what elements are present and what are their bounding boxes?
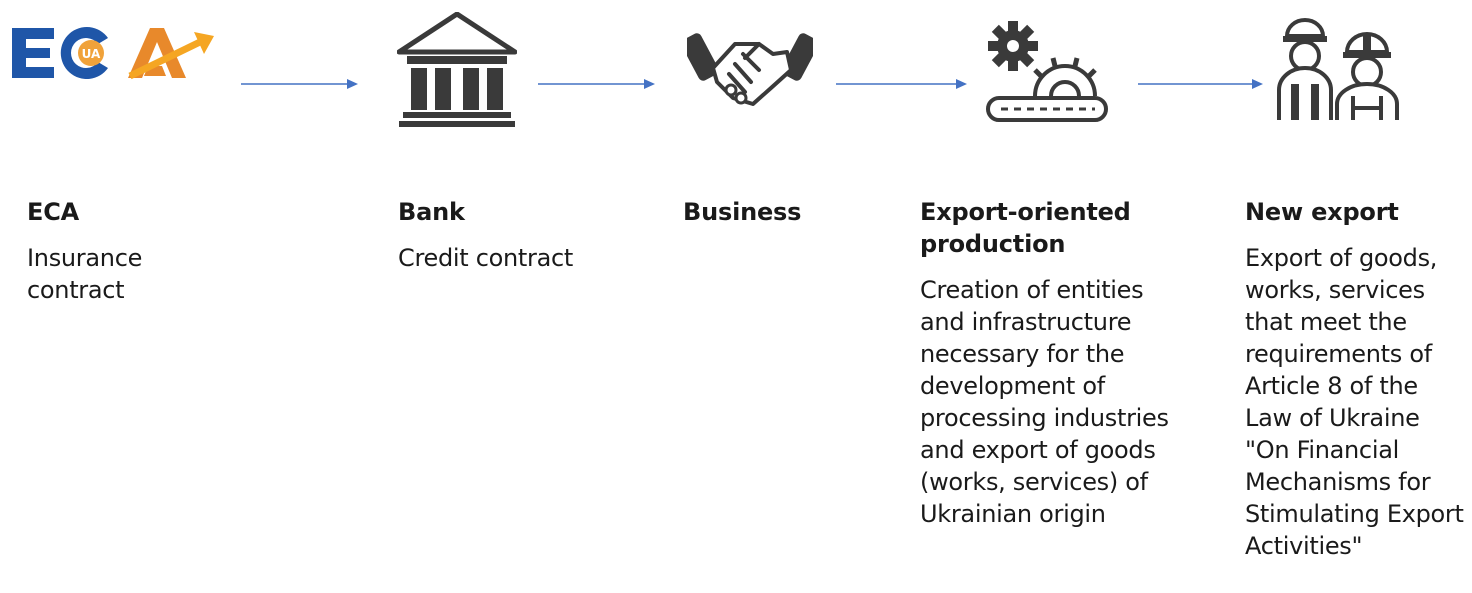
step-export-oriented-production: Export-oriented production Creation of e… — [920, 196, 1180, 530]
flow-arrow — [836, 76, 968, 92]
logo-badge: UA — [82, 47, 101, 61]
workers-icon — [1275, 12, 1403, 122]
step-description: Export of goods, works, services that me… — [1245, 244, 1464, 560]
step-title: New export — [1245, 198, 1399, 226]
step-eca: ECA Insurance contract — [27, 196, 227, 306]
step-title: Bank — [398, 198, 465, 226]
step-description: Insurance contract — [27, 244, 143, 304]
step-title: Export-oriented production — [920, 198, 1131, 258]
step-business: Business — [683, 196, 883, 228]
step-description: Credit contract — [398, 244, 573, 272]
step-title: ECA — [27, 198, 79, 226]
step-new-export: New export Export of goods, works, servi… — [1245, 196, 1470, 562]
flow-arrow — [241, 76, 359, 92]
factory-conveyor-icon — [985, 18, 1111, 124]
step-description: Creation of entities and infrastructure … — [920, 276, 1169, 528]
step-bank: Bank Credit contract — [398, 196, 628, 274]
flow-arrow — [1138, 76, 1264, 92]
step-title: Business — [683, 198, 802, 226]
eca-logo: UA — [10, 22, 220, 82]
bank-icon — [396, 11, 518, 127]
handshake-icon — [681, 24, 819, 114]
flow-arrow — [538, 76, 656, 92]
